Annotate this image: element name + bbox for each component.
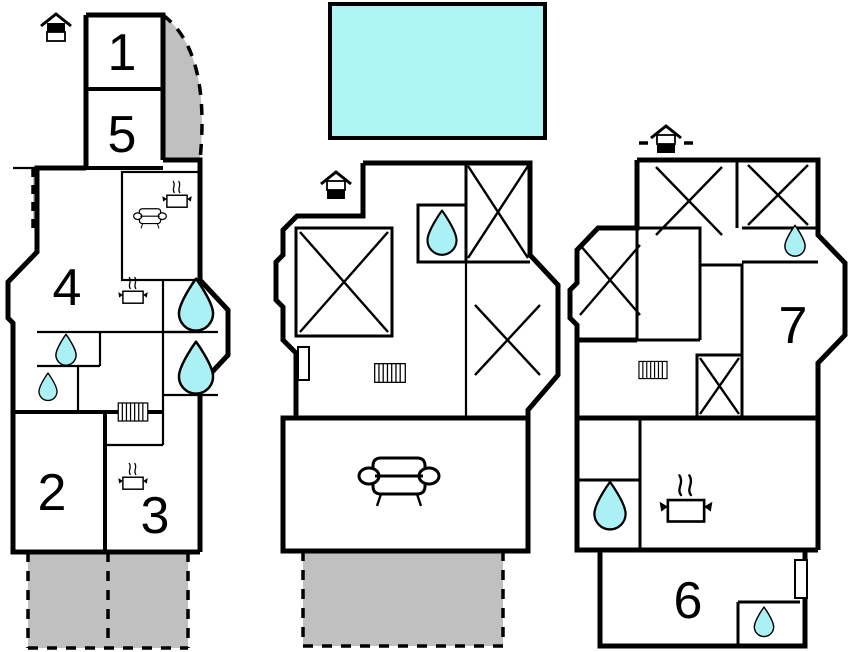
room-number-7: 7 [779, 297, 808, 355]
left-plan-fill [8, 15, 228, 552]
room-number-6: 6 [674, 572, 703, 630]
middle-outline-top-right [363, 160, 561, 418]
curved-terrace-edge [161, 13, 204, 161]
left-outline-top [86, 12, 166, 160]
swimming-pool [328, 2, 547, 140]
bottom-terrace-fill [303, 551, 503, 646]
right-floor-plan: 7 6 [567, 124, 848, 649]
left-outline-left [5, 165, 86, 415]
cross-hatch-icon [699, 357, 740, 415]
radiator-icon [638, 360, 668, 380]
right-outline-top [637, 157, 848, 418]
house-icon [39, 12, 73, 43]
middle-outline-left [273, 163, 366, 418]
house-icon [639, 124, 693, 155]
curved-terrace-fill [163, 15, 203, 160]
right-outline-bottom [597, 550, 808, 649]
left-floor-plan: 1 5 4 2 3 [5, 12, 231, 650]
bottom-terrace-edges [26, 552, 190, 650]
middle-plan-fill [283, 163, 558, 551]
right-outline-mid [577, 415, 821, 550]
room-number-1: 1 [108, 24, 137, 82]
door-icon [794, 559, 808, 599]
door-icon [297, 346, 310, 381]
cross-hatch-icon [747, 164, 809, 226]
left-outline-bottom [10, 415, 200, 555]
house-icon [319, 170, 353, 201]
living-room-box [120, 170, 202, 282]
middle-room-box-left [294, 226, 394, 338]
right-bath-lower [736, 600, 800, 646]
pool-rect [328, 2, 547, 140]
right-small-room [695, 353, 744, 420]
cross-hatch-icon [466, 165, 530, 259]
right-outline-left-lower [574, 418, 600, 553]
cross-hatch-icon [655, 166, 723, 236]
room-number-4: 4 [53, 259, 82, 317]
room-number-3: 3 [141, 487, 170, 545]
radiator-icon [117, 402, 149, 422]
radiator-icon [374, 363, 406, 383]
right-plan-fill [577, 160, 845, 646]
bottom-terrace-edges [301, 551, 505, 648]
middle-floor-plan [273, 160, 561, 648]
right-outline-left [567, 160, 640, 418]
room-number-5: 5 [108, 106, 137, 164]
cross-hatch-icon [474, 304, 541, 376]
cross-hatch-icon [299, 231, 389, 333]
cross-hatch-icon [579, 244, 641, 316]
room-number-2: 2 [38, 464, 67, 522]
